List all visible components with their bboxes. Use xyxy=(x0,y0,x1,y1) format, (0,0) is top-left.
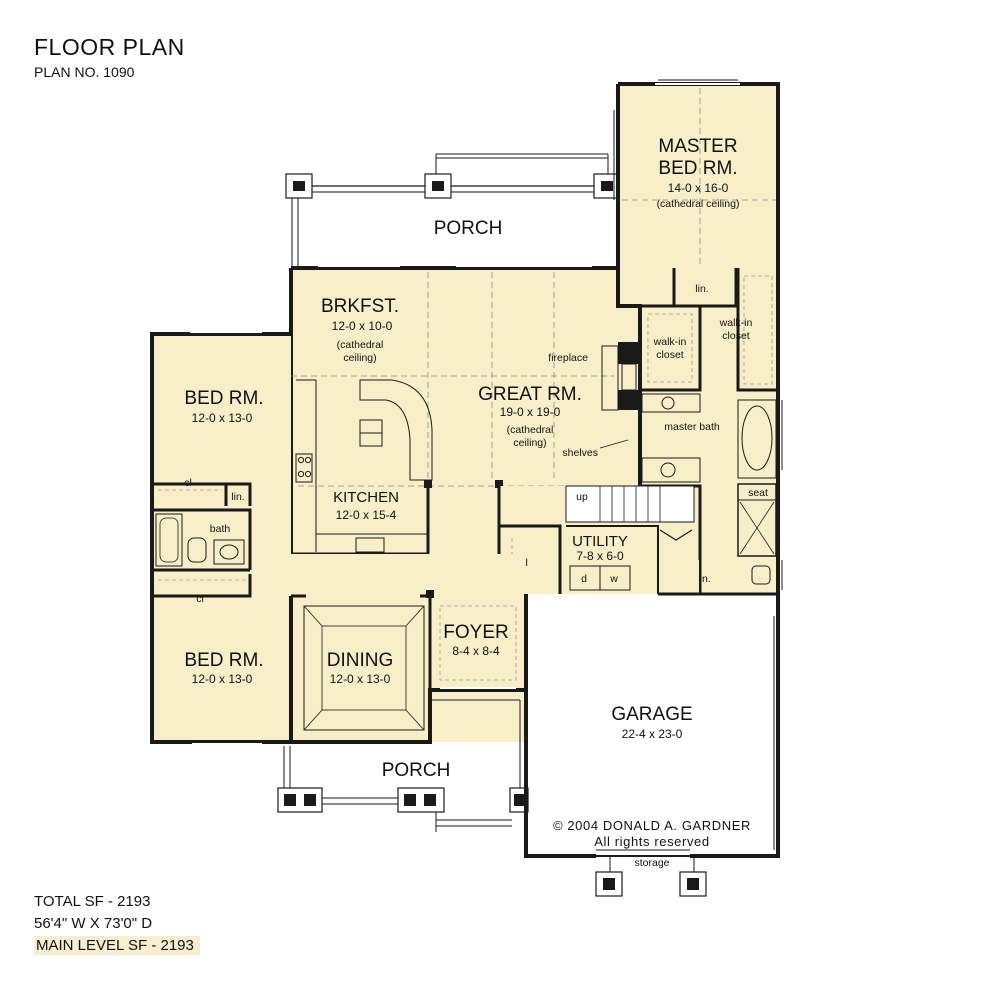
room-dims-garage: 22-4 x 23-0 xyxy=(622,727,683,741)
bedroom-wing: cl lin. bath cl BED RM. 12-0 x 13-0 BED … xyxy=(150,331,291,745)
room-name-porch-front: PORCH xyxy=(382,760,451,781)
front-porch: PORCH xyxy=(277,699,529,832)
label-lin-bed: lin. xyxy=(231,491,244,503)
room-dims-brkfst: 12-0 x 10-0 xyxy=(332,319,393,333)
room-note-master-bed: (cathedral ceiling) xyxy=(657,198,740,210)
label-cl-bed-top: cl xyxy=(184,477,192,489)
copyright-line-1: © 2004 DONALD A. GARDNER xyxy=(553,818,751,833)
label-bath: bath xyxy=(210,523,231,535)
total-sf: TOTAL SF - 2193 xyxy=(34,893,151,910)
room-name-great-rm: GREAT RM. xyxy=(478,384,582,405)
label-storage: storage xyxy=(634,857,669,869)
room-name-master-bed-1: MASTER xyxy=(658,136,737,157)
room-name-utility: UTILITY xyxy=(572,533,628,550)
porch-column xyxy=(293,181,305,191)
label-lin-master: lin. xyxy=(695,283,708,295)
copyright-line-2: All rights reserved xyxy=(594,834,709,849)
plan-number: PLAN NO. 1090 xyxy=(34,64,135,80)
porch-column xyxy=(601,181,613,191)
label-fireplace: fireplace xyxy=(548,352,588,364)
room-note-brkfst-2: ceiling) xyxy=(343,352,376,364)
room-dims-utility: 7-8 x 6-0 xyxy=(576,549,624,563)
room-name-foyer: FOYER xyxy=(443,622,508,643)
room-note-brkfst-1: (cathedral xyxy=(337,339,384,351)
room-note-great-rm-1: (cathedral xyxy=(507,424,554,436)
room-name-porch-rear: PORCH xyxy=(434,218,503,239)
room-dims-great-rm: 19-0 x 19-0 xyxy=(500,405,561,419)
room-name-garage: GARAGE xyxy=(611,704,692,725)
room-dims-bed-rm-top: 12-0 x 13-0 xyxy=(192,411,253,425)
rear-porch: PORCH xyxy=(285,153,621,268)
room-dims-foyer: 8-4 x 8-4 xyxy=(452,644,500,658)
utility-stair: up d w UTILITY 7-8 x 6-0 cl xyxy=(497,484,780,596)
label-walkin-closet-1b: closet xyxy=(656,349,684,361)
room-name-kitchen: KITCHEN xyxy=(333,489,399,506)
main-level-sf: MAIN LEVEL SF - 2193 xyxy=(34,936,200,955)
label-seat: seat xyxy=(748,487,768,499)
room-dims-dining: 12-0 x 13-0 xyxy=(330,672,391,686)
garage: storage GARAGE 22-4 x 23-0 © 2004 DONALD… xyxy=(524,594,780,897)
label-walkin-closet-2b: closet xyxy=(722,330,750,342)
room-name-brkfst: BRKFST. xyxy=(321,296,399,317)
room-name-bed-rm-top: BED RM. xyxy=(184,388,263,409)
label-shelves: shelves xyxy=(562,447,598,459)
dining-foyer: DINING 12-0 x 13-0 FOYER 8-4 x 8-4 xyxy=(289,554,528,744)
room-name-master-bed-2: BED RM. xyxy=(658,158,737,179)
porch-column xyxy=(432,181,444,191)
label-d: d xyxy=(581,573,587,585)
great-room-block: fireplace shelves BRKFST. 12-0 x 10-0 (c… xyxy=(289,265,642,556)
room-name-dining: DINING xyxy=(327,650,394,671)
room-dims-bed-rm-bottom: 12-0 x 13-0 xyxy=(192,672,253,686)
room-name-bed-rm-bottom: BED RM. xyxy=(184,650,263,671)
label-up: up xyxy=(576,491,588,503)
label-lin-bath: lin. xyxy=(697,573,710,585)
room-note-great-rm-2: ceiling) xyxy=(513,437,546,449)
label-master-bath: master bath xyxy=(664,421,720,433)
room-dims-kitchen: 12-0 x 15-4 xyxy=(336,508,397,522)
label-walkin-closet-2: walk-in xyxy=(719,317,753,329)
label-cl-bed-bottom: cl xyxy=(196,593,204,605)
label-w: w xyxy=(609,573,618,585)
plan-title: FLOOR PLAN xyxy=(34,34,185,60)
overall-dimensions: 56'4" W X 73'0" D xyxy=(34,915,153,932)
room-dims-master-bed: 14-0 x 16-0 xyxy=(668,181,729,195)
label-walkin-closet-1: walk-in xyxy=(653,336,687,348)
